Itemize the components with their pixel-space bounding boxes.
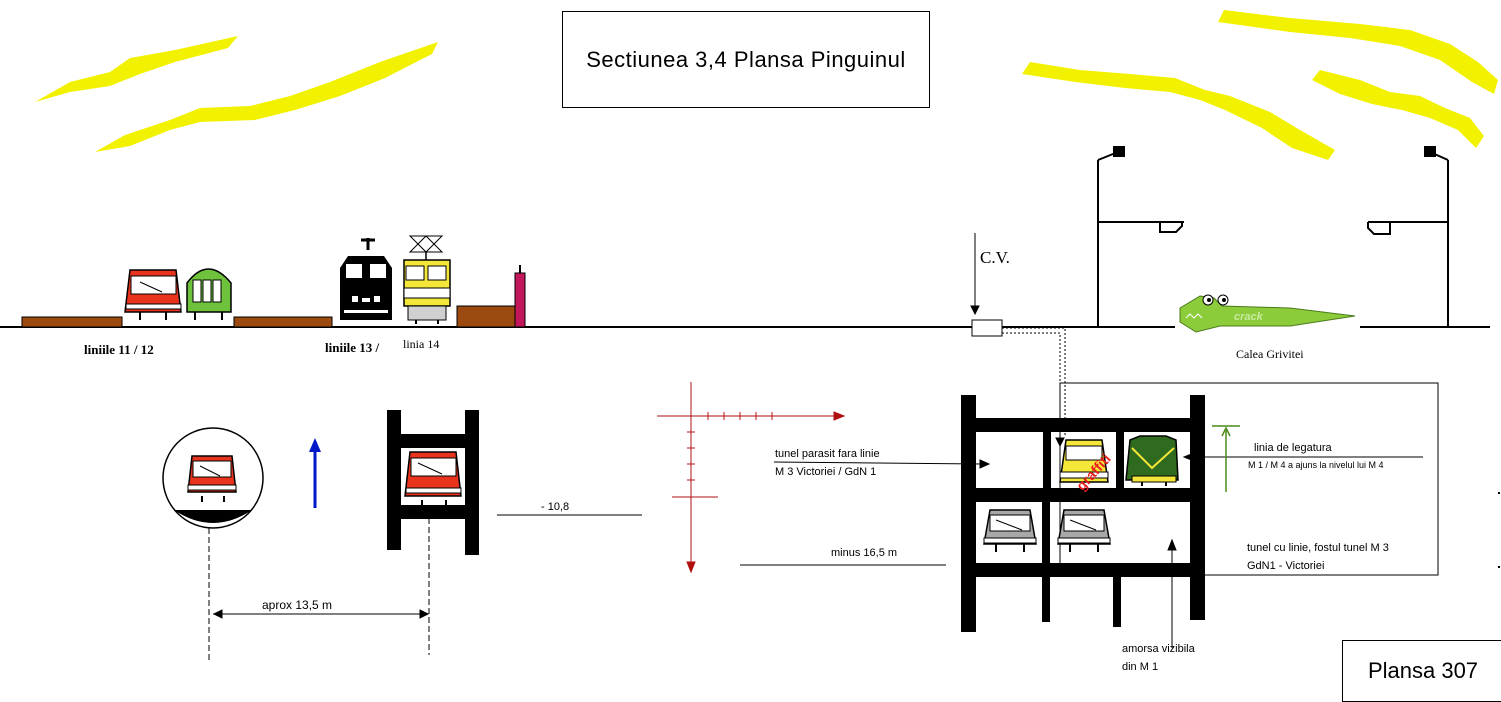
platform xyxy=(233,316,333,328)
distance-dimension xyxy=(208,518,430,660)
green-dimension-arrow xyxy=(1212,425,1240,492)
label-cv: C.V. xyxy=(980,248,1010,267)
label-link-line-1: linia de legatura xyxy=(1254,442,1332,454)
platforms xyxy=(21,305,516,328)
label-tracks-13: liniile 13 / xyxy=(325,340,380,355)
plate-number: Plansa 307 xyxy=(1342,640,1501,702)
metro-train-tunnel xyxy=(404,451,462,506)
label-visible-start-2: din M 1 xyxy=(1122,661,1159,673)
signal-post xyxy=(514,272,526,328)
label-tracks-11-12: liniile 11 / 12 xyxy=(84,342,154,357)
label-tunnel-track-2: GdN1 - Victoriei xyxy=(1247,560,1325,572)
rect-tunnel-left xyxy=(387,410,479,555)
yellow-streak xyxy=(1022,62,1335,160)
yellow-tram xyxy=(403,235,451,324)
street-lamps xyxy=(1097,146,1449,327)
circular-tunnel xyxy=(162,427,264,529)
label-link-line-2: M 1 / M 4 a ajuns la nivelul lui M 4 xyxy=(1248,460,1384,470)
platform xyxy=(21,316,123,328)
label-track-14: linia 14 xyxy=(403,337,440,351)
yellow-streak xyxy=(1218,10,1498,94)
yellow-graffiti-train: graffiti xyxy=(1059,439,1114,494)
green-locomotive xyxy=(1125,435,1179,486)
grey-train-left xyxy=(983,509,1037,552)
green-tram xyxy=(186,268,232,320)
label-distance: aprox 13,5 m xyxy=(262,598,333,612)
big-tunnel-structure xyxy=(961,395,1205,632)
label-depth-2: minus 16,5 m xyxy=(831,547,898,559)
croc-text: crack xyxy=(1234,311,1264,323)
grey-train-right xyxy=(1057,509,1111,552)
label-abandoned-tunnel-2: M 3 Victoriei / GdN 1 xyxy=(775,466,877,478)
yellow-streak xyxy=(1312,70,1484,148)
yellow-streak xyxy=(35,36,238,102)
yellow-streak xyxy=(95,42,438,152)
label-visible-start-1: amorsa vizibila xyxy=(1122,643,1195,655)
label-tunnel-track-1: tunel cu linie, fostul tunel M 3 xyxy=(1247,542,1389,554)
platform xyxy=(456,305,516,328)
annotation-arrows xyxy=(773,452,1423,648)
label-street: Calea Grivitei xyxy=(1236,347,1304,361)
page-title: Sectiunea 3,4 Plansa Pinguinul xyxy=(562,11,930,108)
label-depth-1: - 10,8 xyxy=(541,501,570,513)
yellow-streaks xyxy=(35,10,1498,160)
metro-train-front xyxy=(124,269,182,320)
black-locomotive xyxy=(340,238,392,320)
label-abandoned-tunnel-1: tunel parasit fara linie xyxy=(775,448,880,460)
crocodile-icon: crack xyxy=(1179,294,1356,333)
cv-pointer xyxy=(970,233,1066,448)
depth-lines xyxy=(497,514,946,566)
blue-arrow-icon xyxy=(309,438,321,508)
red-axes xyxy=(657,382,846,574)
